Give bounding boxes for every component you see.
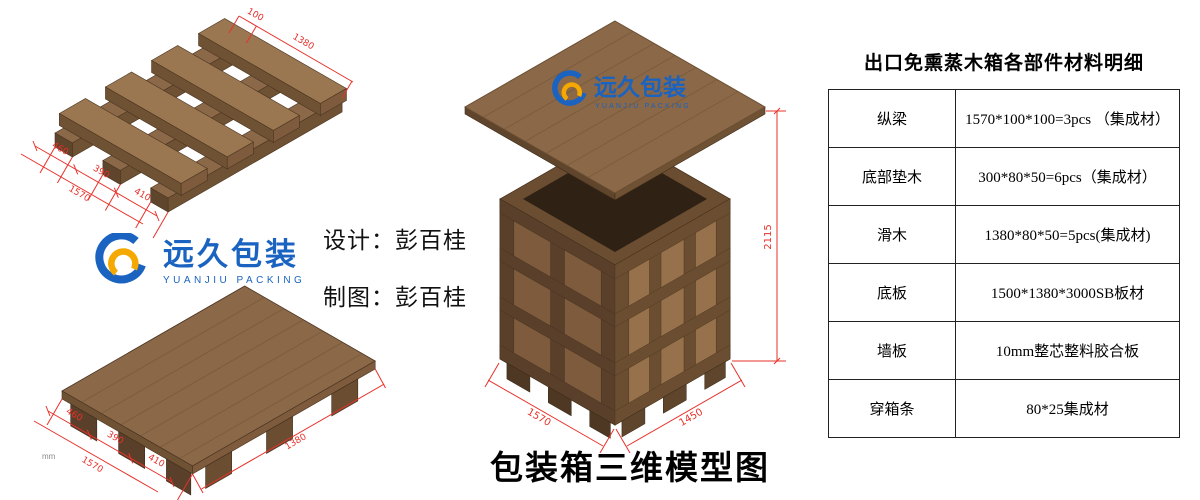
materials-table-title: 出口免熏蒸木箱各部件材料明细 bbox=[863, 53, 1144, 74]
dim-label: 1380 bbox=[291, 32, 316, 52]
pallet-frame-drawing: 460 390 410 1570 100 1380 bbox=[20, 8, 354, 239]
company-logo: 远久包装 YUANJIU PACKING bbox=[92, 233, 305, 291]
part-spec-cell: 1570*100*100=3pcs （集成材） bbox=[955, 89, 1180, 148]
part-name-cell: 穿箱条 bbox=[828, 379, 956, 438]
draft-credit: 制图：彭百桂 bbox=[323, 284, 467, 310]
dim-label: 2115 bbox=[763, 224, 774, 249]
materials-table: 纵梁 1570*100*100=3pcs （集成材） 底部垫木 300*80*5… bbox=[828, 89, 1180, 438]
part-spec-cell: 80*25集成材 bbox=[955, 379, 1180, 438]
crate-drawing: 远久包装 YUANJIU PACKING 2115 1450 1570 bbox=[463, 20, 786, 453]
logo-swirl-blue-icon bbox=[552, 70, 587, 106]
table-row: 穿箱条 80*25集成材 bbox=[828, 379, 1180, 438]
frame-cross-boards bbox=[58, 18, 348, 197]
logo-cn-text: 远久包装 bbox=[163, 237, 299, 273]
part-name-cell: 底板 bbox=[828, 263, 956, 322]
crate-lid: 远久包装 YUANJIU PACKING bbox=[463, 20, 767, 201]
dim-label: 410 bbox=[132, 187, 152, 204]
dim-label: 1570 bbox=[80, 455, 105, 475]
part-name-cell: 墙板 bbox=[828, 321, 956, 380]
deck-top bbox=[61, 285, 377, 475]
deck-feet bbox=[70, 378, 359, 496]
logo-cn-text: 远久包装 bbox=[594, 74, 686, 100]
unit-note: mm bbox=[42, 452, 56, 461]
logo-swirl-yellow-icon bbox=[561, 82, 582, 101]
part-name-cell: 底部垫木 bbox=[828, 147, 956, 206]
logo-en-text: YUANJIU PACKING bbox=[595, 103, 691, 110]
table-row: 底板 1500*1380*3000SB板材 bbox=[828, 263, 1180, 322]
materials-panel: 出口免熏蒸木箱各部件材料明细 纵梁 1570*100*100=3pcs （集成材… bbox=[828, 48, 1180, 438]
part-spec-cell: 1380*80*50=5pcs(集成材) bbox=[955, 205, 1180, 264]
table-row: 滑木 1380*80*50=5pcs(集成材) bbox=[828, 205, 1180, 264]
dim-label: 1570 bbox=[525, 407, 553, 429]
crate-right-battens bbox=[614, 198, 731, 426]
part-spec-cell: 1500*1380*3000SB板材 bbox=[955, 263, 1180, 322]
design-credit: 设计：彭百桂 bbox=[323, 227, 467, 253]
part-name-cell: 滑木 bbox=[828, 205, 956, 264]
pallet-deck-drawing: 460 390 410 1570 1380 bbox=[33, 285, 386, 500]
wood-grain bbox=[81, 296, 363, 459]
logo-text-block: 远久包装 YUANJIU PACKING bbox=[163, 237, 306, 286]
table-row: 纵梁 1570*100*100=3pcs （集成材） bbox=[828, 89, 1180, 148]
wood-grain bbox=[482, 30, 739, 178]
table-row: 墙板 10mm整芯整料胶合板 bbox=[828, 321, 1180, 380]
part-spec-cell: 10mm整芯整料胶合板 bbox=[955, 321, 1180, 380]
credits-block: 设计：彭百桂 制图：彭百桂 bbox=[323, 221, 467, 335]
logo-swirl-icon bbox=[95, 233, 146, 284]
logo-en-text: YUANJIU PACKING bbox=[163, 274, 306, 286]
lid-logo: 远久包装 YUANJIU PACKING bbox=[552, 70, 691, 110]
crate-skid-feet bbox=[506, 361, 726, 439]
table-row: 底部垫木 300*80*50=6pcs（集成材） bbox=[828, 147, 1180, 206]
part-spec-cell: 300*80*50=6pcs（集成材） bbox=[955, 147, 1180, 206]
part-name-cell: 纵梁 bbox=[828, 89, 956, 148]
page-title: 包装箱三维模型图 bbox=[490, 449, 770, 486]
dim-label: 1450 bbox=[677, 407, 705, 429]
